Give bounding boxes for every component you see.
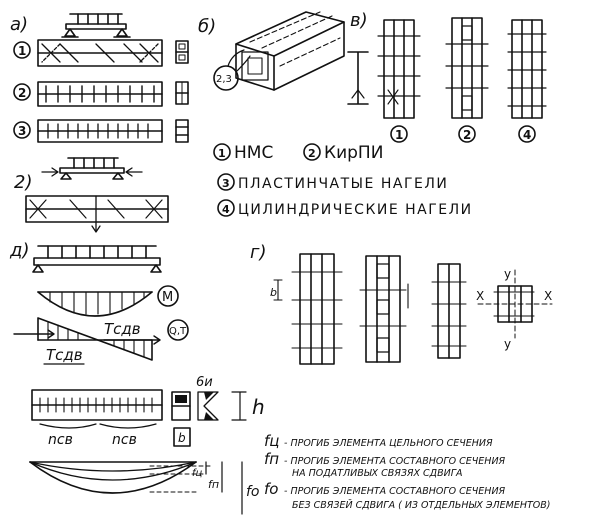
panel-label-2: 2) [14,172,32,193]
deflection-diagram: fц fп fо [29,461,260,515]
section-2: 2 [445,17,489,143]
composite-section-d: X X y y [476,267,553,351]
def-fc-symbol: fц [264,432,280,450]
load-scheme-a [61,13,131,38]
beam-row-1: 1 [13,39,189,67]
def-fp-symbol: fп [264,450,279,468]
shear-label: Q,T [169,326,187,337]
legend-num-3: 3 [222,177,230,190]
panel-label-g: г) [250,242,266,263]
row-number-3: 3 [18,124,26,138]
row-number-2: 2 [18,86,26,100]
panel-label-d: д) [9,240,29,261]
panel-d-diagrams: д) M Q,T Тсдв Тсдв [9,240,265,515]
legend-text-2: КирПИ [324,143,383,163]
panel-label-a: а) [10,14,28,35]
row-number-1: 1 [18,44,26,58]
fo-label: fо [246,484,260,500]
ncv-right-label: nсв [112,432,137,448]
legend-num-4: 4 [222,203,230,216]
shear-diagram: Q,T Тсдв Тсдв [13,317,189,365]
def-fo-symbol: fо [264,480,278,498]
connector-label: 2,3 [216,74,232,85]
def-fo-text-1: - ПРОГИБ ЭЛЕМЕНТА СОСТАВНОГО СЕЧЕНИЯ [284,486,506,497]
composite-section-b [359,255,409,363]
beam-row-3: 3 [13,119,189,143]
sigma-label: 6и [196,375,213,390]
section-stress: b 6и h [171,375,265,447]
axis-y-bottom: y [504,337,511,351]
legend-text-3: ПЛАСТИНЧАТЫЕ НАГЕЛИ [238,176,448,192]
panel-b-box-beam: б) 2,3 [198,11,345,91]
tsdv-top-label: Тсдв [104,320,141,338]
moment-diagram: M [37,285,179,317]
panel-label-v: в) [350,10,368,31]
section-number-2: 2 [463,128,471,142]
def-fo-text-2: БЕЗ СВЯЗЕЙ СДВИГА ( ИЗ ОТДЕЛЬНЫХ ЭЛЕМЕНТ… [292,499,550,511]
panel-v-sections: в) 1 2 4 [347,10,547,143]
legend-num-2: 2 [308,147,316,160]
beam-row-2: 2 [13,81,189,107]
composite-section-c [431,263,467,359]
panel-2-beam: 2) [14,157,169,233]
def-fp-text-1: - ПРОГИБ ЭЛЕМЕНТА СОСТАВНОГО СЕЧЕНИЯ [284,456,506,467]
i-section-sketch [347,51,369,105]
def-fp-text-2: НА ПОДАТЛИВЫХ СВЯЗЯХ СДВИГА [292,468,463,479]
b-label: b [178,431,186,445]
axis-x-right: X [544,289,552,303]
dowel-beam: nсв nсв [31,389,163,448]
h-label: h [252,395,265,419]
dim-b-label: b [270,286,277,299]
legend: 1 НМС 2 КирПИ 3 ПЛАСТИНЧАТЫЕ НАГЕЛИ 4 ЦИ… [213,143,473,218]
legend-text-1: НМС [234,143,273,163]
def-fc-text: - ПРОГИБ ЭЛЕМЕНТА ЦЕЛЬНОГО СЕЧЕНИЯ [284,438,493,449]
fc-label: fц [192,468,203,479]
section-number-1: 1 [395,128,403,142]
panel-g-sections: г) b X [250,242,553,365]
axis-y-top: y [504,267,511,281]
legend-text-4: ЦИЛИНДРИЧЕСКИЕ НАГЕЛИ [238,202,473,218]
composite-section-a: b [270,253,343,365]
section-1: 1 [377,19,421,143]
tsdv-bottom-label: Тсдв [46,346,83,364]
section-4: 4 [507,19,547,143]
deflection-definitions: fц - ПРОГИБ ЭЛЕМЕНТА ЦЕЛЬНОГО СЕЧЕНИЯ fп… [264,432,550,511]
fp-label: fп [208,478,219,491]
moment-label: M [162,290,173,305]
panel-label-b: б) [198,16,216,37]
legend-num-1: 1 [218,147,226,160]
axis-x-left: X [476,289,484,303]
panel-a-beams: а) 1 2 [10,13,189,143]
section-number-4: 4 [523,128,531,142]
ncv-left-label: nсв [48,432,73,448]
